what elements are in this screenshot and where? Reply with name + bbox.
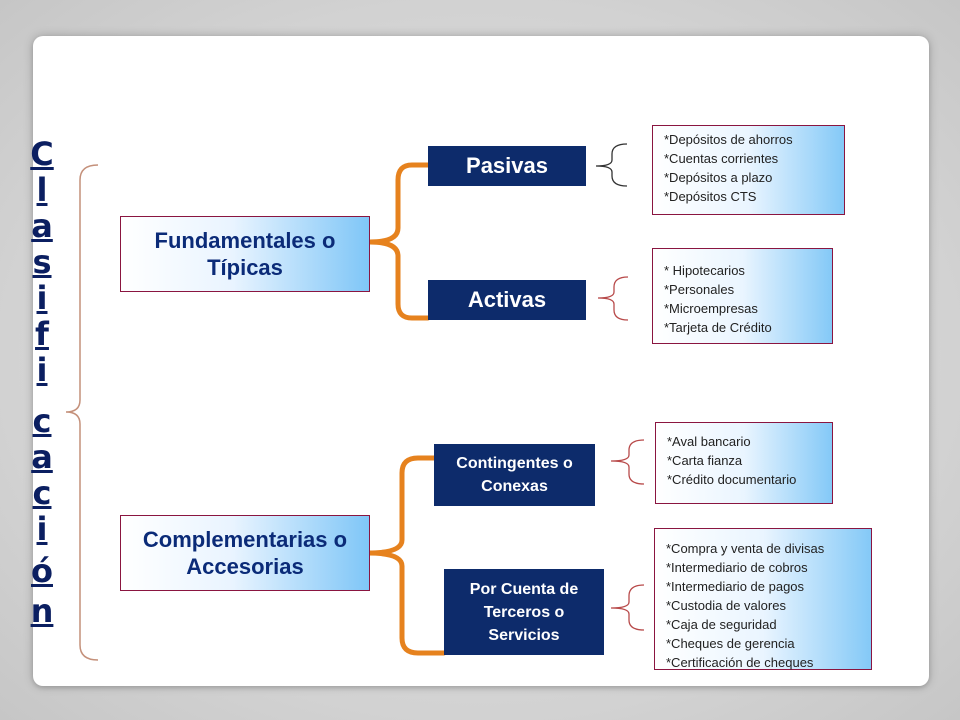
category-box-fundamentales: Fundamentales o Típicas	[120, 216, 370, 292]
title-letter: c	[32, 474, 52, 512]
title-letter: ó	[31, 552, 53, 590]
orange-bracket-1	[367, 162, 431, 321]
thin-bracket-1	[595, 143, 628, 187]
list-item: *Depósitos de ahorros	[664, 132, 793, 147]
title-letter: f	[35, 315, 49, 353]
type-label: Por Cuenta de Terceros o Servicios	[469, 580, 579, 644]
list-box-por-cuenta: *Compra y venta de divisas *Intermediari…	[654, 528, 872, 670]
thin-bracket-2	[597, 276, 629, 321]
type-label: Contingentes o Conexas	[456, 455, 573, 495]
list-item: *Depósitos a plazo	[664, 170, 773, 185]
list-item: *Caja de seguridad	[666, 617, 777, 632]
category-box-complementarias: Complementarias o Accesorias	[120, 515, 370, 591]
list-item: *Tarjeta de Crédito	[664, 320, 772, 335]
list-item: *Microempresas	[664, 301, 758, 316]
list-box-activas: * Hipotecarios *Personales *Microempresa…	[652, 248, 833, 344]
type-box-contingentes: Contingentes o Conexas	[434, 444, 595, 506]
list-item: *Compra y venta de divisas	[666, 541, 825, 556]
type-box-pasivas: Pasivas	[428, 146, 586, 186]
title-letter: s	[32, 243, 52, 281]
title-letter: i	[36, 510, 48, 548]
title-letter: a	[31, 207, 53, 245]
list-item: *Intermediario de cobros	[666, 560, 808, 575]
title-letter: i	[36, 279, 48, 317]
title-letter: C	[30, 135, 54, 173]
thin-bracket-3	[610, 439, 645, 485]
list-item: *Intermediario de pagos	[666, 579, 805, 594]
type-box-activas: Activas	[428, 280, 586, 320]
list-item: *Custodia de valores	[666, 598, 786, 613]
list-item: *Personales	[664, 282, 735, 297]
type-label: Pasivas	[466, 153, 548, 178]
orange-bracket-2	[365, 455, 447, 656]
list-box-contingentes: *Aval bancario *Carta fianza *Crédito do…	[655, 422, 833, 504]
list-item: *Crédito documentario	[667, 472, 797, 487]
title-letter: l	[36, 171, 48, 209]
list-item: *Certificación de cheques	[666, 655, 814, 670]
type-label: Activas	[467, 287, 547, 312]
title-letter: c	[32, 402, 52, 440]
category-label: Complementarias o Accesorias	[142, 527, 348, 579]
thin-bracket-4	[610, 584, 645, 631]
title-letter: a	[31, 438, 53, 476]
main-bracket	[65, 164, 99, 661]
list-item: *Depósitos CTS	[664, 189, 757, 204]
list-item: *Cuentas corrientes	[664, 151, 779, 166]
title-letter: n	[30, 592, 54, 630]
list-box-pasivas: *Depósitos de ahorros *Cuentas corriente…	[652, 125, 845, 215]
type-box-por-cuenta: Por Cuenta de Terceros o Servicios	[444, 569, 604, 655]
list-item: * Hipotecarios	[664, 263, 745, 278]
category-label: Fundamentales o Típicas	[154, 228, 336, 280]
list-item: *Carta fianza	[667, 453, 743, 468]
list-item: *Aval bancario	[667, 434, 751, 449]
list-item: *Cheques de gerencia	[666, 636, 795, 651]
title-letter: i	[36, 351, 48, 389]
